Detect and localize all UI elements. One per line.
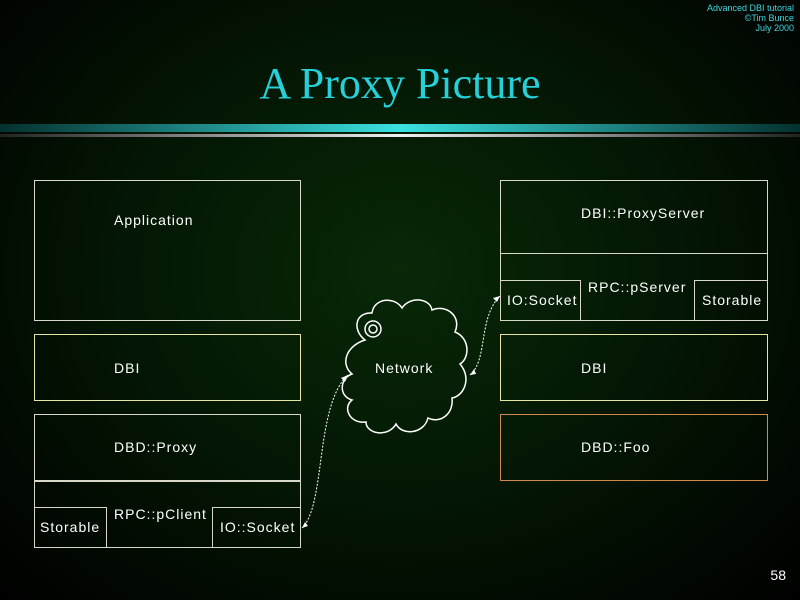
page-number: 58 bbox=[770, 567, 786, 583]
rpc-pclient-label: RPC::pClient bbox=[114, 506, 207, 522]
link-arrowhead-cloud-left bbox=[341, 375, 348, 382]
link-arrowhead-left-socket bbox=[302, 522, 308, 528]
link-arrowhead-cloud-right bbox=[470, 369, 476, 375]
right-dbi-label: DBI bbox=[581, 360, 608, 376]
header-note: Advanced DBI tutorial ©Tim Bunce July 20… bbox=[707, 3, 794, 33]
right-io-socket-label: IO:Socket bbox=[507, 292, 578, 308]
title-divider bbox=[0, 124, 800, 137]
header-note-line2: ©Tim Bunce bbox=[744, 13, 794, 23]
left-io-socket-label: IO::Socket bbox=[220, 519, 296, 535]
slide-title: A Proxy Picture bbox=[259, 59, 541, 108]
application-box bbox=[34, 180, 301, 321]
right-storable-box bbox=[694, 280, 768, 321]
link-left-socket-to-cloud bbox=[301, 374, 349, 529]
left-storable-box bbox=[34, 507, 107, 548]
left-dbi-box bbox=[34, 334, 301, 401]
right-io-socket-box bbox=[500, 280, 581, 321]
proxyserver-top-box bbox=[500, 180, 768, 254]
left-dbi-label: DBI bbox=[114, 360, 141, 376]
rpc-pserver-label: RPC::pServer bbox=[588, 279, 687, 295]
dbd-foo-box bbox=[500, 414, 768, 481]
link-arrowhead-right-socket bbox=[493, 296, 500, 302]
network-cloud-icon bbox=[341, 299, 468, 434]
application-label: Application bbox=[114, 212, 194, 228]
dbd-proxy-label: DBD::Proxy bbox=[114, 439, 198, 455]
header-note-line3: July 2000 bbox=[755, 23, 794, 33]
header-note-line1: Advanced DBI tutorial bbox=[706, 3, 794, 13]
link-cloud-to-right-socket bbox=[469, 295, 501, 376]
right-dbi-box bbox=[500, 334, 768, 401]
proxyserver-label: DBI::ProxyServer bbox=[581, 205, 706, 221]
dbd-foo-label: DBD::Foo bbox=[581, 439, 651, 455]
network-label: Network bbox=[375, 360, 434, 376]
right-storable-label: Storable bbox=[702, 292, 763, 308]
left-io-socket-box bbox=[212, 507, 301, 548]
left-storable-label: Storable bbox=[40, 519, 101, 535]
